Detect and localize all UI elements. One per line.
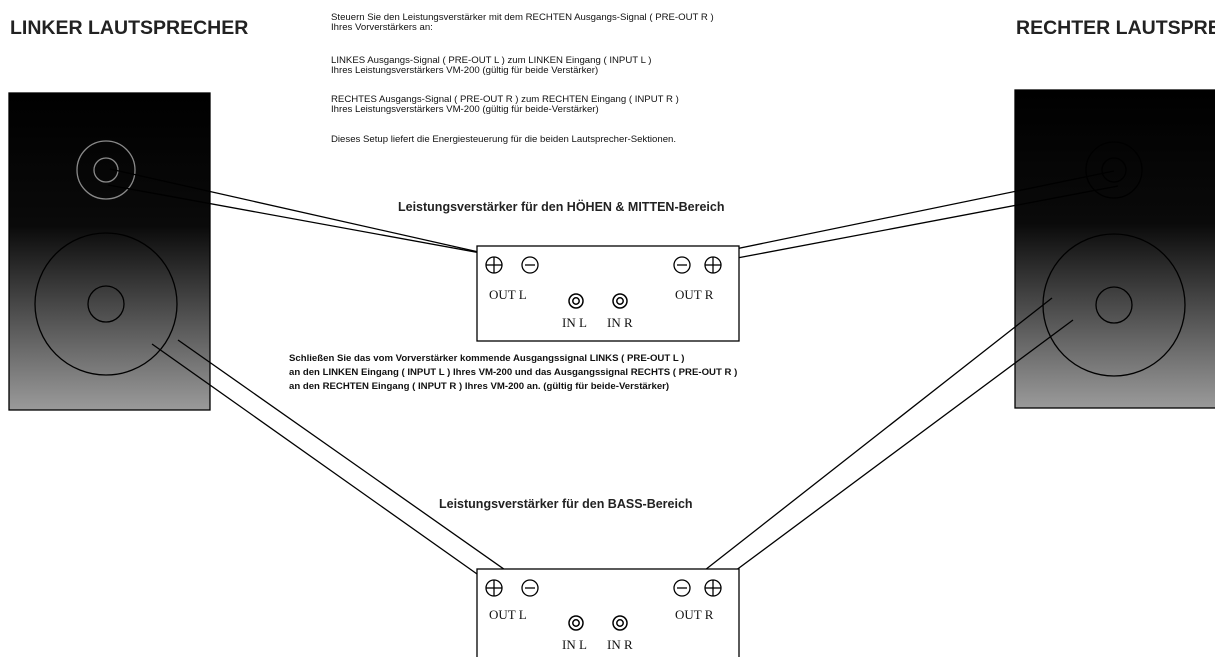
input-jack-icon bbox=[568, 615, 584, 631]
out-l-label: OUT L bbox=[489, 607, 527, 622]
positive-terminal-icon bbox=[704, 256, 722, 274]
instructions: Steuern Sie den Leistungsverstärker mit … bbox=[331, 12, 714, 145]
wire-left-woofer-negative bbox=[177, 339, 529, 587]
instruction-line: Steuern Sie den Leistungsverstärker mit … bbox=[331, 12, 714, 23]
out-r-label: OUT R bbox=[675, 287, 714, 302]
input-jack-icon bbox=[612, 615, 628, 631]
out-l-label: OUT L bbox=[489, 287, 527, 302]
note-line: Schließen Sie das vom Vorverstärker komm… bbox=[289, 353, 684, 364]
instruction-line: Ihres Vorverstärkers an: bbox=[331, 22, 433, 33]
wire-left-tweeter-positive bbox=[109, 168, 493, 256]
wire-right-tweeter-negative bbox=[681, 170, 1115, 261]
right-speaker-title: RECHTER LAUTSPRECHER bbox=[1016, 17, 1215, 39]
in-r-label: IN R bbox=[607, 637, 633, 652]
right-woofer-inner bbox=[1095, 286, 1133, 324]
positive-terminal-icon bbox=[704, 579, 722, 597]
left-woofer-inner bbox=[87, 285, 125, 323]
left-tweeter-inner bbox=[93, 157, 119, 183]
high-mid-amplifier: OUT L OUT R IN L IN R bbox=[476, 245, 740, 342]
left-tweeter-outer bbox=[76, 140, 136, 200]
wire-left-woofer-positive bbox=[151, 343, 495, 587]
negative-terminal-icon bbox=[521, 256, 539, 274]
connection-note: Schließen Sie das vom Vorverstärker komm… bbox=[289, 353, 737, 392]
in-l-label: IN L bbox=[562, 315, 587, 330]
left-woofer-outer bbox=[34, 232, 178, 376]
bass-amp-box bbox=[476, 568, 740, 657]
input-jack-icon bbox=[568, 293, 584, 309]
high-mid-amp-box bbox=[476, 245, 740, 342]
positive-terminal-icon bbox=[485, 579, 503, 597]
out-r-label: OUT R bbox=[675, 607, 714, 622]
high-mid-amp-title: Leistungsverstärker für den HÖHEN & MITT… bbox=[398, 199, 724, 214]
instruction-line: RECHTES Ausgangs-Signal ( PRE-OUT R ) zu… bbox=[331, 94, 679, 105]
wire-right-woofer-negative bbox=[681, 297, 1053, 589]
negative-terminal-icon bbox=[521, 579, 539, 597]
right-tweeter-inner bbox=[1101, 157, 1127, 183]
instruction-line: Ihres Leistungsverstärkers VM-200 (gülti… bbox=[331, 104, 599, 115]
instruction-line: LINKES Ausgangs-Signal ( PRE-OUT L ) zum… bbox=[331, 55, 651, 66]
positive-terminal-icon bbox=[485, 256, 503, 274]
left-speaker-cabinet bbox=[8, 92, 211, 411]
left-speaker bbox=[8, 92, 211, 411]
instruction-line: Dieses Setup liefert die Energiesteuerun… bbox=[331, 134, 676, 145]
in-l-label: IN L bbox=[562, 637, 587, 652]
in-r-label: IN R bbox=[607, 315, 633, 330]
right-speaker-cabinet bbox=[1014, 89, 1215, 409]
bass-amplifier: OUT L OUT R IN L IN R bbox=[476, 568, 740, 657]
input-jack-icon bbox=[612, 293, 628, 309]
wire-right-woofer-positive bbox=[711, 319, 1074, 589]
note-line: an den RECHTEN Eingang ( INPUT R ) Ihres… bbox=[289, 381, 669, 392]
wire-left-tweeter-negative bbox=[107, 184, 531, 263]
note-line: an den LINKEN Eingang ( INPUT L ) Ihres … bbox=[289, 367, 737, 378]
wire-right-tweeter-positive bbox=[715, 185, 1119, 263]
negative-terminal-icon bbox=[673, 579, 691, 597]
right-speaker bbox=[1014, 89, 1215, 409]
right-tweeter-outer bbox=[1085, 141, 1143, 199]
speaker-wires bbox=[107, 168, 1119, 589]
bass-amp-title: Leistungsverstärker für den BASS-Bereich bbox=[439, 497, 693, 511]
left-speaker-title: LINKER LAUTSPRECHER bbox=[10, 17, 248, 39]
negative-terminal-icon bbox=[673, 256, 691, 274]
instruction-line: Ihres Leistungsverstärkers VM-200 (gülti… bbox=[331, 65, 598, 76]
